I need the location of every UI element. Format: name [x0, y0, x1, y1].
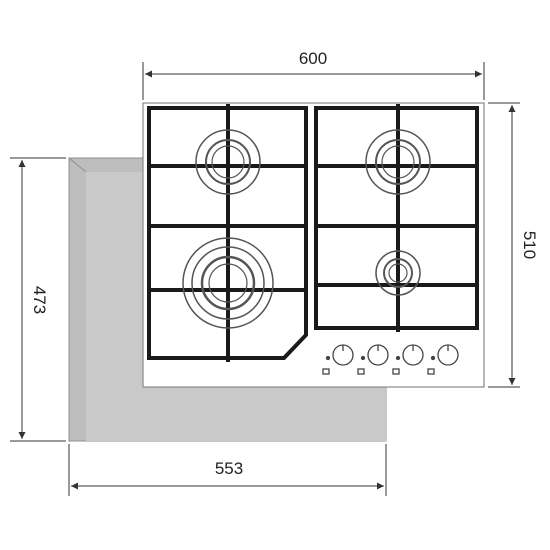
dimension-bottom-width [68, 444, 387, 496]
knob-2[interactable] [357, 344, 389, 375]
dimension-top-width-label: 600 [299, 49, 327, 68]
dimension-top-width [142, 62, 485, 100]
burner-front-left-large [182, 237, 274, 329]
burner-front-right-small [375, 250, 421, 296]
dimension-left-height [10, 157, 66, 442]
control-knobs [322, 344, 459, 375]
dimension-left-height-label: 473 [30, 286, 49, 314]
dimension-bottom-width-label: 553 [215, 459, 243, 478]
knob-3[interactable] [392, 344, 424, 375]
burner-back-left [195, 129, 261, 195]
dimension-right-height [488, 102, 520, 388]
dimension-right-height-label: 510 [520, 231, 539, 259]
left-grate [147, 104, 308, 362]
right-grate [314, 104, 479, 332]
knob-1[interactable] [322, 344, 354, 375]
knob-4[interactable] [427, 344, 459, 375]
hob-outline [142, 102, 485, 388]
burner-back-right [365, 129, 431, 195]
